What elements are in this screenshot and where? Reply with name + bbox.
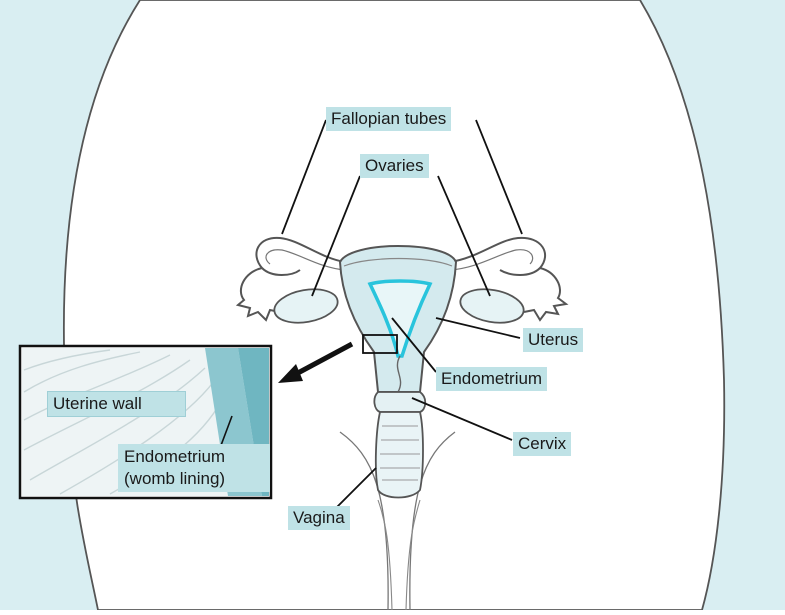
ovaries-label: Ovaries [360, 154, 429, 178]
inset-endometrium-line2: (womb lining) [124, 468, 264, 490]
inset-endometrium-line1: Endometrium [124, 446, 264, 468]
vagina-shape [376, 412, 423, 498]
inset-endometrium-label: Endometrium (womb lining) [118, 444, 270, 492]
inset-uterine-wall-label: Uterine wall [47, 391, 186, 417]
vagina-label: Vagina [288, 506, 350, 530]
fallopian-tubes-label: Fallopian tubes [326, 107, 451, 131]
cervix-label: Cervix [513, 432, 571, 456]
uterus-label: Uterus [523, 328, 583, 352]
endometrium-label: Endometrium [436, 367, 547, 391]
cervix-shape [374, 392, 425, 412]
